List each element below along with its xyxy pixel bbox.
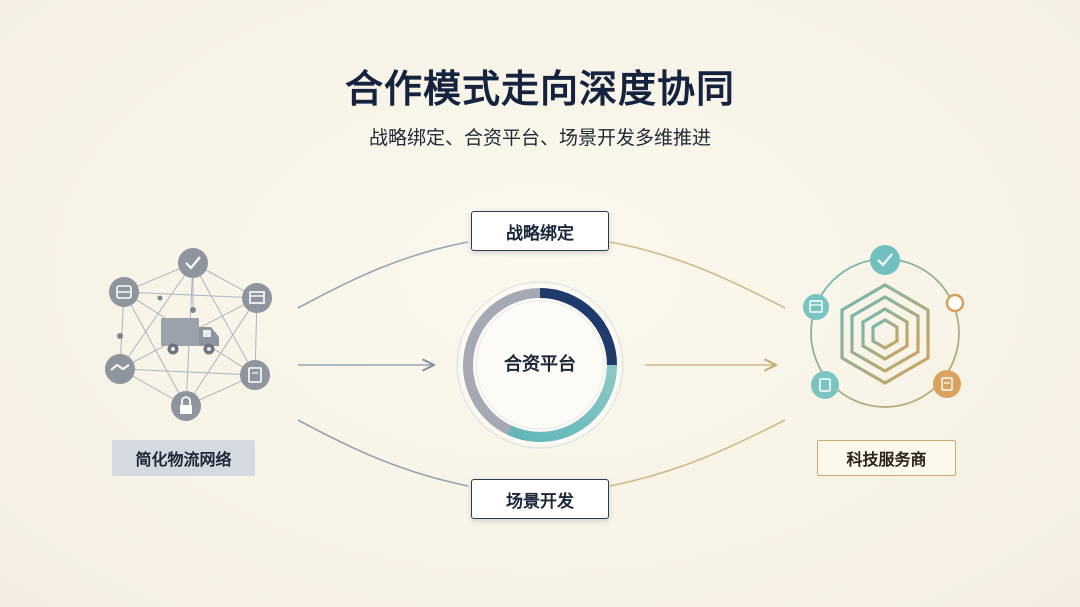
note-icon bbox=[240, 360, 270, 390]
joint-platform-ring bbox=[456, 281, 624, 449]
page-title: 合作模式走向深度协同 bbox=[344, 67, 735, 111]
ring-icon bbox=[945, 293, 965, 313]
clipboard-icon bbox=[811, 371, 839, 399]
page-subtitle: 战略绑定、合资平台、场景开发多维推进 bbox=[368, 127, 711, 149]
connector-left-top bbox=[297, 241, 469, 309]
left-connectors bbox=[297, 241, 469, 487]
truck-icon bbox=[161, 318, 219, 355]
window-icon bbox=[803, 294, 829, 320]
lock-icon bbox=[171, 391, 201, 421]
joint-platform-label: 合资平台 bbox=[504, 354, 576, 375]
connector-left-bottom bbox=[297, 419, 469, 487]
logistics-network bbox=[105, 248, 272, 421]
handshake-icon bbox=[105, 354, 135, 384]
box-icon bbox=[242, 283, 272, 313]
tech-provider-cluster bbox=[803, 245, 965, 408]
hexagon-cube-icon bbox=[840, 283, 930, 385]
document-icon bbox=[933, 370, 961, 398]
tech-provider-label: 科技服务商 bbox=[817, 440, 956, 476]
strategic-binding-box: 战略绑定 bbox=[471, 211, 609, 251]
right-connectors bbox=[609, 241, 786, 487]
database-icon bbox=[109, 277, 139, 307]
scenario-development-box: 场景开发 bbox=[471, 479, 609, 519]
shield-check-icon bbox=[178, 248, 208, 278]
checkmark-icon bbox=[870, 245, 900, 275]
connector-right-top bbox=[609, 241, 786, 309]
connector-right-bottom bbox=[609, 419, 786, 487]
logistics-network-label: 简化物流网络 bbox=[112, 440, 255, 476]
